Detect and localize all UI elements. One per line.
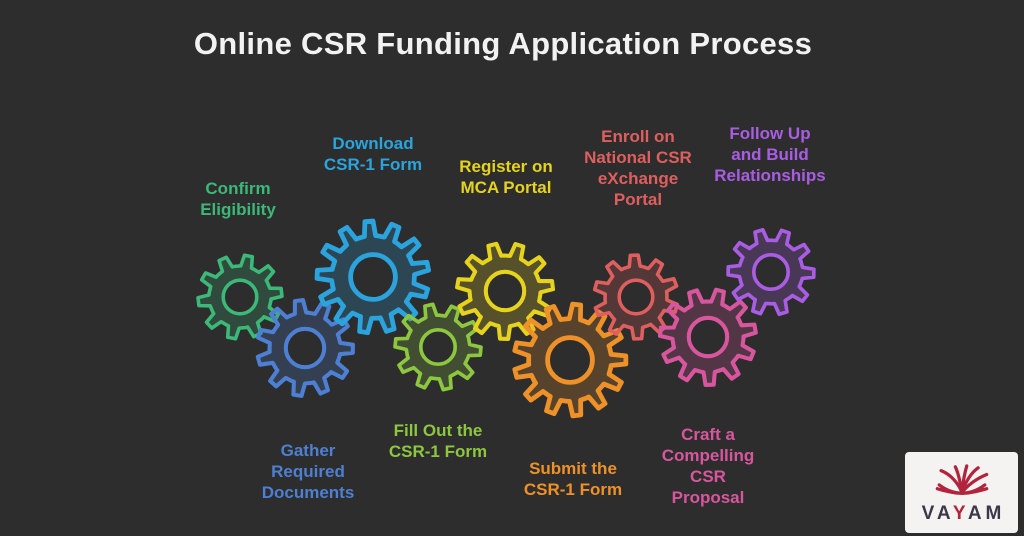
step-label-craft-proposal: Craft a Compelling CSR Proposal bbox=[661, 425, 755, 507]
logo-text-mid: Y bbox=[952, 503, 968, 524]
gear-enroll-national-csr-exchange bbox=[592, 253, 680, 341]
gear-submit-csr1-form bbox=[512, 301, 629, 419]
gear-confirm-eligibility bbox=[196, 253, 284, 341]
step-label-follow-up: Follow Up and Build Relationships bbox=[714, 124, 826, 185]
logo-text-post: AM bbox=[967, 503, 1006, 524]
logo-text-pre: VA bbox=[921, 503, 953, 524]
vayam-tree-icon bbox=[935, 464, 988, 495]
gear-fill-out-csr1-form bbox=[393, 302, 483, 392]
step-label-confirm-eligibility: Confirm Eligibility bbox=[200, 179, 276, 219]
gear-download-csr1-form bbox=[314, 218, 431, 336]
step-label-download-csr1: Download CSR-1 Form bbox=[323, 134, 423, 174]
gear-craft-compelling-csr-proposal bbox=[657, 287, 758, 387]
step-label-enroll-exchange: Enroll on National CSR eXchange Portal bbox=[584, 127, 692, 209]
step-label-fill-out-csr1: Fill Out the CSR-1 Form bbox=[388, 421, 488, 461]
vayam-logo-text: VAYAM bbox=[922, 503, 1006, 525]
page-title: Online CSR Funding Application Process bbox=[193, 26, 813, 61]
step-label-register-mca: Register on MCA Portal bbox=[459, 157, 553, 197]
gear-follow-up-build-relationships bbox=[726, 227, 816, 317]
step-label-gather-documents: Gather Required Documents bbox=[261, 441, 355, 502]
step-label-submit-csr1: Submit the CSR-1 Form bbox=[523, 459, 623, 499]
vayam-logo: VAYAM bbox=[905, 452, 1018, 533]
gear-gather-required-documents bbox=[255, 297, 355, 398]
gear-register-on-mca-portal bbox=[455, 241, 556, 341]
